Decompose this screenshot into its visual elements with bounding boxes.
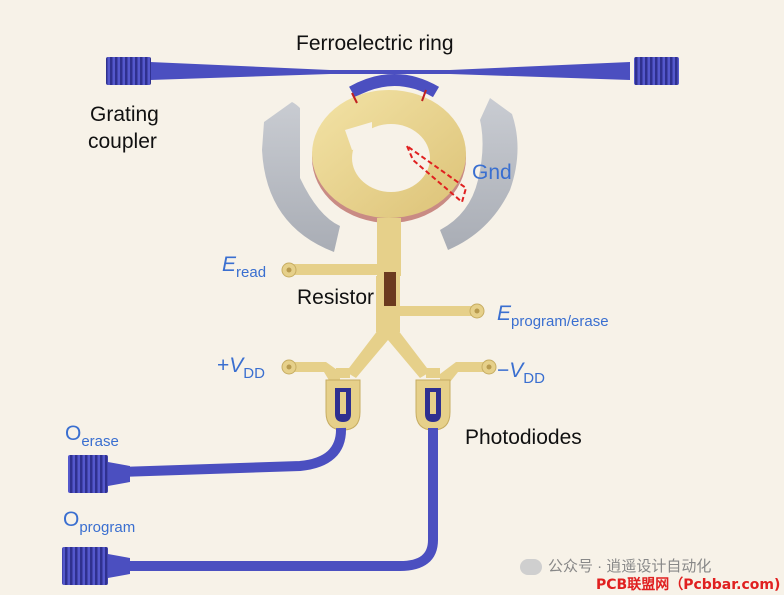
photodiodes-label: Photodiodes	[465, 426, 582, 449]
watermark-channel-text: 公众号 · 逍遥设计自动化	[548, 558, 712, 575]
o-erase-sub: erase	[81, 433, 119, 450]
dashed-highlight-box	[404, 143, 468, 204]
ferroelectric-ring-label: Ferroelectric ring	[296, 32, 454, 55]
minus-vdd-sub: DD	[523, 370, 545, 387]
plus-vdd-sub: DD	[243, 365, 265, 382]
photodiode-left	[325, 379, 361, 431]
o-program-main: O	[63, 508, 80, 531]
gray-electrode-left	[262, 102, 340, 252]
top-waveguide	[106, 57, 679, 98]
o-program-sub: program	[79, 519, 136, 536]
resistor	[384, 272, 396, 306]
grating-coupler-erase	[68, 455, 108, 493]
e-program-erase-label: Eprogram/erase	[497, 302, 609, 329]
plus-vdd-label: +VDD	[217, 354, 265, 381]
o-erase-main: O	[65, 422, 82, 445]
minus-vdd-prefix: −	[497, 359, 510, 382]
e-read-sub: read	[236, 264, 267, 281]
grating-coupler-right	[634, 57, 679, 85]
ferroelectric-ring	[312, 89, 466, 223]
resistor-label: Resistor	[297, 286, 375, 309]
e-read-main: E	[222, 253, 237, 276]
bottom-waveguides	[62, 427, 438, 585]
plus-vdd-main: V	[229, 354, 244, 377]
e-read-label: Eread	[222, 253, 266, 280]
grating-coupler-label-line1: Grating	[90, 103, 159, 126]
minus-vdd-main: V	[509, 359, 524, 382]
e-program-erase-sub: program/erase	[511, 313, 609, 330]
grating-coupler-label-line2: coupler	[88, 130, 157, 153]
photodiode-right	[415, 379, 451, 431]
minus-vdd-label: −VDD	[497, 359, 545, 386]
contact-pads	[281, 262, 497, 375]
e-program-erase-main: E	[497, 302, 512, 325]
o-program-label: Oprogram	[63, 508, 135, 535]
plus-vdd-prefix: +	[217, 354, 230, 377]
gray-electrode-right	[440, 98, 518, 250]
gnd-label: Gnd	[472, 161, 512, 184]
watermark-site: PCB联盟网（Pcbbar.com)	[596, 577, 781, 593]
wechat-icon	[520, 559, 542, 576]
o-erase-label: Oerase	[65, 422, 119, 449]
grating-coupler-left	[106, 57, 151, 85]
watermark-channel: 公众号 · 逍遥设计自动化	[520, 555, 711, 576]
grating-coupler-program	[62, 547, 108, 585]
